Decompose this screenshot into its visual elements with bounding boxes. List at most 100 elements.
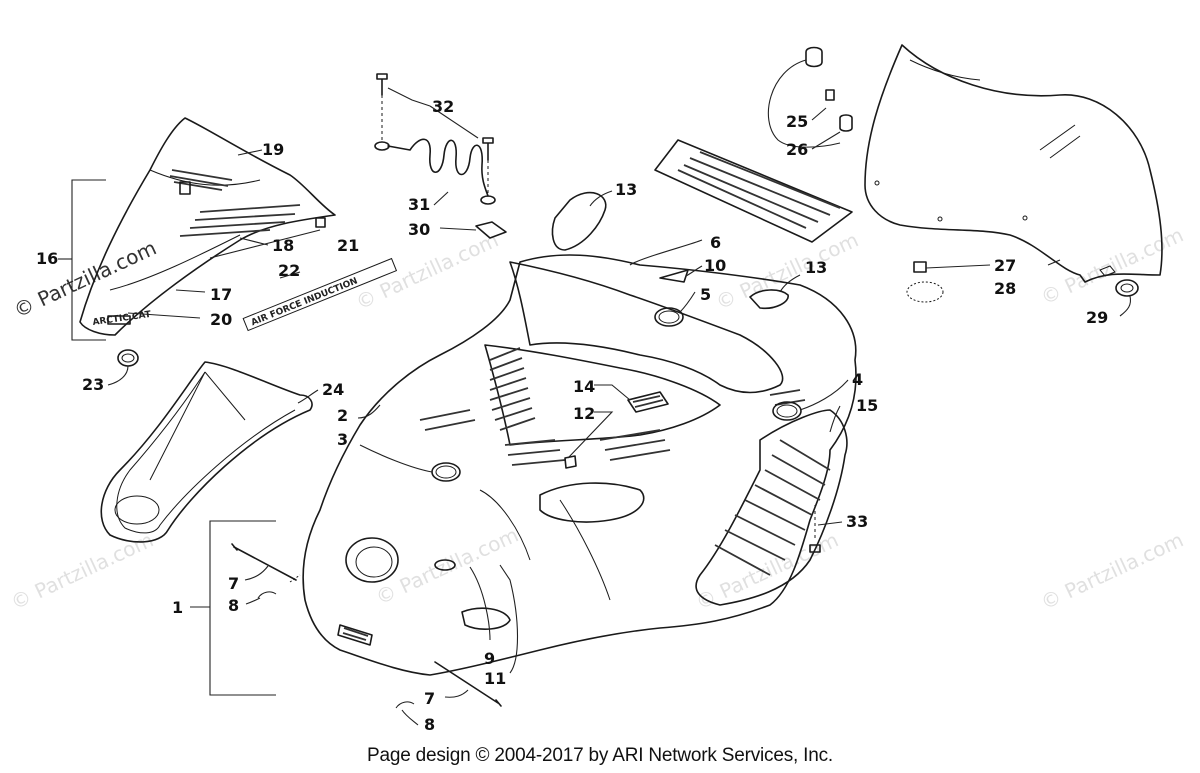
callout-19[interactable]: 19 [262, 140, 284, 159]
leader-12 [567, 411, 614, 459]
part-23-grommet [107, 349, 139, 386]
callout-16[interactable]: 16 [36, 249, 58, 268]
panel-tab [179, 181, 191, 195]
callout-10[interactable]: 10 [704, 256, 726, 275]
grille-slot [337, 624, 373, 646]
panel-crease [149, 169, 261, 186]
callout-13-left[interactable]: 13 [615, 180, 637, 199]
leader-30 [439, 227, 477, 231]
leader-26 [811, 131, 841, 150]
part-28-windshield [864, 44, 1163, 283]
part-15-decal [695, 409, 848, 606]
side-scoop [539, 482, 645, 523]
callout-15[interactable]: 15 [856, 396, 878, 415]
watermark: © Partzilla.com [1037, 223, 1187, 310]
leader-33 [817, 521, 843, 526]
callout-8-lower[interactable]: 8 [424, 715, 435, 734]
part-13-decal-b [749, 289, 789, 310]
callout-13-right[interactable]: 13 [805, 258, 827, 277]
hood-vent-area [484, 344, 721, 446]
callout-1[interactable]: 1 [172, 598, 183, 617]
callout-5[interactable]: 5 [700, 285, 711, 304]
callout-21[interactable]: 21 [337, 236, 359, 255]
callout-22[interactable]: 22 [278, 261, 300, 280]
arctic-cat-decal: ARCTIC CAT [92, 310, 152, 328]
leader-21 [209, 229, 321, 259]
callout-29[interactable]: 29 [1086, 308, 1108, 327]
panel-crease [109, 234, 241, 291]
callout-25[interactable]: 25 [786, 112, 808, 131]
leader-4 [799, 379, 849, 411]
part-12-decal [564, 455, 577, 469]
eyelet [374, 141, 390, 151]
part-2-hood [302, 254, 857, 676]
callout-23[interactable]: 23 [82, 375, 104, 394]
vent-hatching [419, 347, 806, 466]
watermark: © Partzilla.com [1037, 528, 1187, 615]
part-13-decal-a [551, 191, 607, 251]
callout-20[interactable]: 20 [210, 310, 232, 329]
leader-25 [811, 107, 827, 121]
part-33-plug [809, 505, 843, 553]
guide-line [381, 95, 489, 195]
callout-17[interactable]: 17 [210, 285, 232, 304]
part-26-washer [839, 114, 853, 132]
callout-14[interactable]: 14 [573, 377, 595, 396]
callout-7-lower[interactable]: 7 [424, 689, 435, 708]
decal-18-graphic [179, 204, 301, 237]
callout-12[interactable]: 12 [573, 404, 595, 423]
leader-13a [589, 190, 613, 207]
callout-11[interactable]: 11 [484, 669, 506, 688]
leader-24 [297, 389, 319, 404]
headlight [345, 537, 399, 583]
hood-crease [479, 489, 611, 601]
part-25-nut [825, 89, 835, 101]
callout-28[interactable]: 28 [994, 279, 1016, 298]
callout-9[interactable]: 9 [484, 649, 495, 668]
callout-31[interactable]: 31 [408, 195, 430, 214]
callout-30[interactable]: 30 [408, 220, 430, 239]
callout-27[interactable]: 27 [994, 256, 1016, 275]
part-29-grommet [1115, 279, 1139, 297]
callout-26[interactable]: 26 [786, 140, 808, 159]
callout-18[interactable]: 18 [272, 236, 294, 255]
part-15-hatching [714, 439, 831, 576]
callout-2[interactable]: 2 [337, 406, 348, 425]
part-21-clip [315, 217, 326, 228]
callout-7-upper[interactable]: 7 [228, 574, 239, 593]
callout-33[interactable]: 33 [846, 512, 868, 531]
bracket-16 [71, 179, 106, 341]
windshield-assembly [767, 44, 1163, 317]
callout-3[interactable]: 3 [337, 430, 348, 449]
hinge-pin-assembly [190, 520, 502, 726]
windshield-notch [1099, 265, 1116, 277]
leader-6 [629, 239, 703, 266]
windshield-reflection [1039, 124, 1081, 159]
callout-6[interactable]: 6 [710, 233, 721, 252]
pin-head [495, 699, 502, 707]
side-panel [79, 117, 336, 336]
leader-13b [779, 274, 801, 293]
leader-32 [387, 87, 431, 107]
leader-7a [244, 565, 269, 581]
console-recess [509, 261, 784, 394]
part-25-knob [805, 46, 823, 68]
leader-11 [499, 564, 519, 674]
callout-4[interactable]: 4 [852, 370, 863, 389]
pin-head [231, 543, 238, 551]
leader-8a [245, 597, 261, 605]
leader-31 [433, 191, 449, 206]
lower-intake [461, 607, 511, 630]
callout-24[interactable]: 24 [322, 380, 344, 399]
leader-26-loop [767, 59, 841, 148]
page-footer: Page design © 2004-2017 by ARI Network S… [367, 745, 833, 766]
tether-assembly [374, 73, 507, 239]
callout-8-upper[interactable]: 8 [228, 596, 239, 615]
watermark: © Partzilla.com [352, 228, 502, 315]
part-20-badge [107, 315, 131, 325]
callout-32[interactable]: 32 [432, 97, 454, 116]
leader-28 [1047, 259, 1061, 266]
part-14-hatching [632, 395, 664, 408]
screw-32a [376, 73, 388, 96]
watermark: © Partzilla.com [712, 228, 862, 315]
